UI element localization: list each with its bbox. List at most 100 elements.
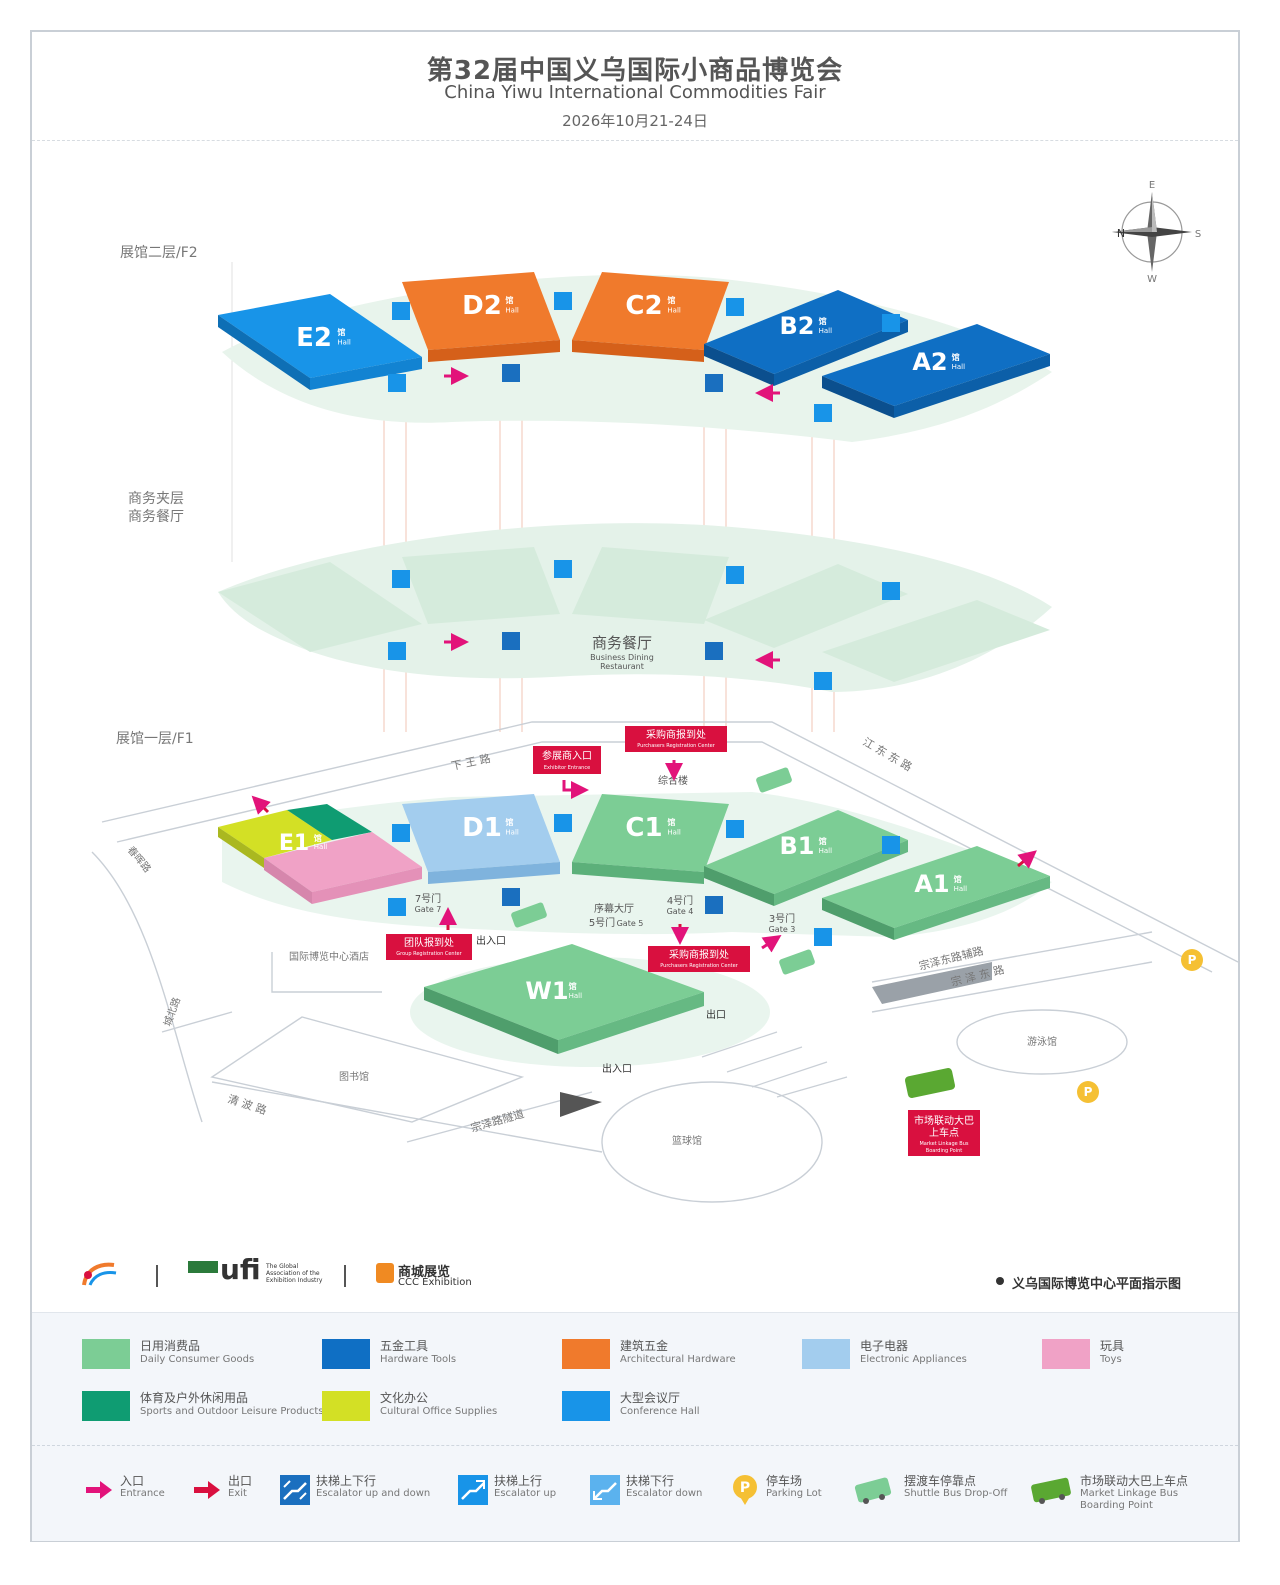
compass-icon: N E S W (1112, 180, 1201, 285)
road-jiangdong: 江 东 东 路 (861, 735, 915, 774)
entrance-exit-1: 出入口 (476, 934, 506, 947)
logo-divider (156, 1265, 158, 1287)
market-bus-icon (904, 1067, 956, 1099)
svg-text:采购商报到处: 采购商报到处 (669, 948, 729, 961)
lobby-cn: 序幕大厅 (594, 902, 634, 915)
level-label-mezz-1: 商务夹层 (128, 488, 184, 508)
escalator-updown-icon (278, 1473, 312, 1507)
exit-arrow-icon (190, 1473, 224, 1507)
gate7-cn: 7号门 (415, 892, 441, 905)
gate5-en: Gate 5 (617, 919, 644, 928)
hall-suffix-en: Hall (569, 992, 582, 1000)
legend-category-cn: 建筑五金 (620, 1339, 669, 1353)
svg-text:Purchasers Registration Center: Purchasers Registration Center (637, 743, 715, 749)
legend-symbol-en: Shuttle Bus Drop-Off (904, 1488, 1008, 1499)
legend-category-en: Cultural Office Supplies (380, 1406, 498, 1417)
escalator-icons-mezz (388, 560, 900, 690)
market-bus-boarding-sign: 市场联动大巴 上车点 Market Linkage Bus Boarding P… (908, 1110, 980, 1156)
legend-symbol-cn: 市场联动大巴上车点 (1080, 1474, 1189, 1488)
legend-symbol-cn: 停车场 (766, 1474, 803, 1488)
svg-text:参展商入口: 参展商入口 (542, 749, 592, 762)
hall-suffix-en: Hall (314, 843, 327, 851)
legend-category-en: Electronic Appliances (860, 1354, 967, 1365)
legend-swatch (1042, 1339, 1090, 1369)
hall-suffix-cn: 馆 (505, 817, 513, 827)
road-qingbo: 清 波 路 (226, 1092, 268, 1117)
exhibitor-entrance-sign: 参展商入口 Exhibitor Entrance (533, 746, 601, 774)
exit-label: 出口 (706, 1008, 726, 1021)
hall-suffix-en: Hall (505, 829, 518, 837)
legend-category-cn: 电子电器 (860, 1339, 909, 1353)
place-library: 图书馆 (339, 1070, 369, 1083)
page-subtitle: China Yiwu International Commodities Fai… (444, 82, 826, 103)
ccc-logo-cn: 商城展览 (398, 1265, 451, 1280)
hall-suffix-cn: 馆 (667, 295, 675, 305)
legend-category-cn: 五金工具 (380, 1339, 429, 1353)
gate4-en: Gate 4 (667, 907, 694, 916)
purchaser-registration-sign-bottom: 采购商报到处 Purchasers Registration Center (648, 946, 750, 972)
svg-text:采购商报到处: 采购商报到处 (646, 728, 706, 741)
parking-icon: P (1181, 949, 1203, 971)
svg-text:上车点: 上车点 (929, 1126, 959, 1139)
page-title: 第32届中国义乌国际小商品博览会 (426, 56, 844, 86)
shuttle-bus-icon (511, 902, 547, 928)
legend-category-cn: 大型会议厅 (620, 1391, 681, 1405)
legend-symbol-en: Entrance (120, 1488, 165, 1499)
restaurant-label-en2: Restaurant (600, 662, 644, 671)
legend-category-cn: 文化办公 (380, 1391, 429, 1405)
escalator-up-icon (456, 1473, 490, 1507)
escalator-icons-f2 (388, 292, 900, 422)
place-swimming: 游泳馆 (1027, 1035, 1057, 1048)
legend-swatch (802, 1339, 850, 1369)
hall-label-B1: B1 (780, 832, 815, 860)
legend-swatch (82, 1391, 130, 1421)
hall-suffix-en: Hall (819, 327, 832, 335)
hall-label-C1: C1 (625, 813, 662, 843)
gate3-en: Gate 3 (769, 925, 796, 934)
ufi-description: The Global Association of the Exhibition… (266, 1263, 323, 1284)
map-caption: 义乌国际博览中心平面指示图 (1012, 1277, 1182, 1292)
hall-suffix-cn: 馆 (667, 817, 675, 827)
svg-text:Exhibitor Entrance: Exhibitor Entrance (544, 765, 590, 771)
logo-divider (344, 1265, 346, 1287)
hall-suffix-cn: 馆 (819, 316, 827, 326)
gate7-en: Gate 7 (415, 905, 442, 914)
gate3-cn: 3号门 (769, 912, 795, 925)
escalator-icons-f1 (388, 814, 900, 946)
svg-text:Market Linkage Bus: Market Linkage Bus (919, 1141, 968, 1147)
ccc-logo-icon (376, 1263, 394, 1283)
legend-category-en: Architectural Hardware (620, 1354, 736, 1365)
legend-swatch (562, 1339, 610, 1369)
legend-divider (32, 1445, 1238, 1446)
hall-label-E2: E2 (296, 323, 332, 353)
entrance-arrow-icon (761, 935, 782, 953)
bullet-dot (996, 1277, 1004, 1285)
svg-text:P: P (740, 1480, 750, 1496)
svg-text:P: P (1188, 953, 1197, 967)
ccc-logo-en: CCC Exhibition (398, 1277, 472, 1288)
restaurant-label-en1: Business Dining (590, 653, 654, 662)
legend-swatch (82, 1339, 130, 1369)
legend-symbol-cn: 扶梯下行 (626, 1474, 675, 1488)
legend-symbol-cn: 摆渡车停靠点 (904, 1474, 977, 1488)
hall-suffix-cn: 馆 (569, 981, 577, 991)
legend-category-en: Daily Consumer Goods (140, 1354, 255, 1365)
level-label-f1: 展馆一层/F1 (116, 728, 194, 748)
